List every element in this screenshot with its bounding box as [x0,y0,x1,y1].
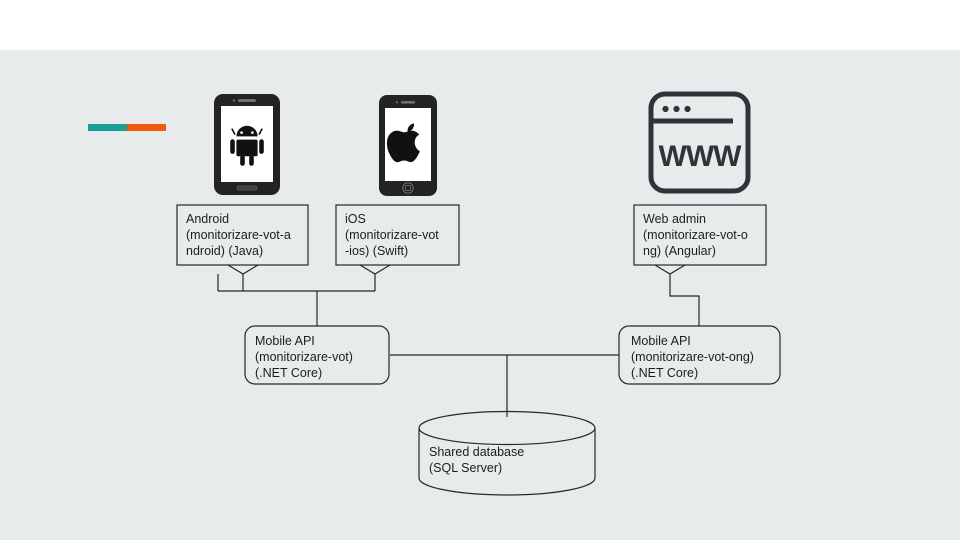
android-phone-icon [214,94,280,195]
android-label-box [176,204,309,266]
accent-rule-left-segment [88,124,127,131]
connector-apis-to-database [390,354,619,417]
connector-bus-to-mobile-api [217,274,375,326]
ong-api-box [618,325,781,385]
mobile-api-box [244,325,390,385]
web-browser-www-text: WWW [659,140,743,173]
connector-web-to-ong-api [654,264,700,326]
connector-android-to-api [227,264,259,291]
database-cylinder-icon [418,410,596,496]
ios-label-box [335,204,460,266]
ios-phone-icon [379,95,437,196]
slide-top-band [0,0,960,50]
web-admin-label-box [633,204,767,266]
accent-rule [88,124,166,131]
slide-background [0,50,960,540]
connector-ios-to-api [359,264,391,291]
web-browser-icon: WWW [648,91,751,194]
accent-rule-right-segment [127,124,166,131]
